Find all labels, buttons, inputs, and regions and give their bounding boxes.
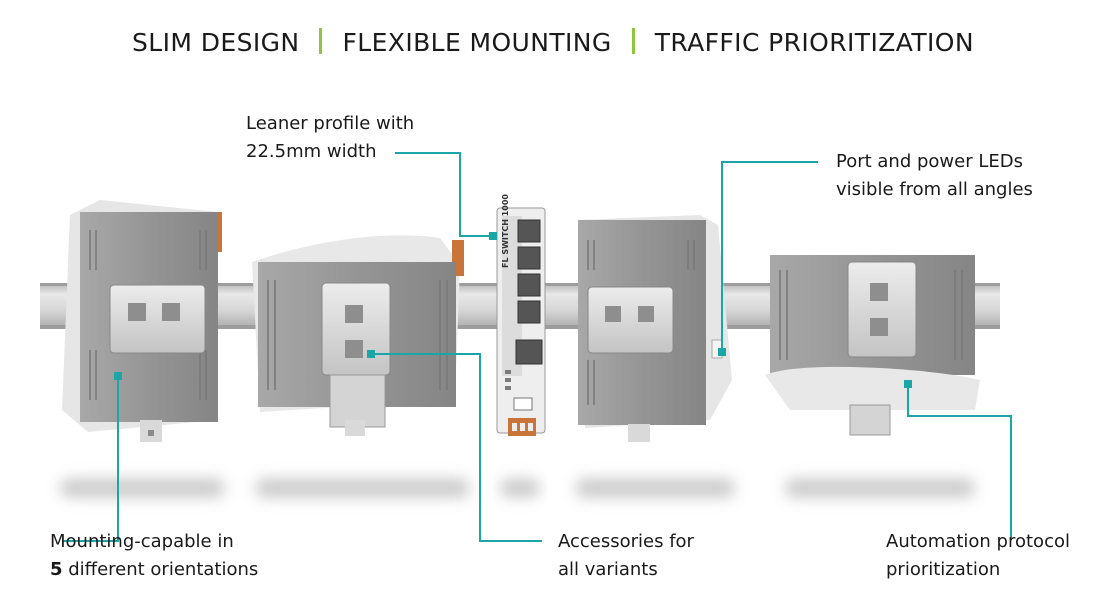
leader-endpoints bbox=[114, 232, 912, 388]
module-horizontal-right bbox=[765, 255, 980, 436]
callout-line: Accessories for bbox=[558, 531, 694, 552]
header-separator bbox=[319, 28, 323, 54]
header-item-flexible-mounting: FLEXIBLE MOUNTING bbox=[342, 28, 612, 57]
callout-line: all variants bbox=[558, 559, 658, 580]
fl-switch-1000: FL SWITCH 1000 bbox=[496, 194, 546, 436]
header-separator bbox=[631, 28, 635, 54]
leader-line-leds bbox=[721, 161, 818, 352]
header-item-traffic-prioritization: TRAFFIC PRIORITIZATION bbox=[654, 28, 974, 57]
callout-line: 5 different orientations bbox=[50, 556, 258, 584]
callout-line: Mounting-capable in bbox=[50, 531, 234, 552]
orientation-count: 5 bbox=[50, 559, 63, 580]
callout-line: prioritization bbox=[886, 559, 1001, 580]
callout-accessories: Accessories for all variants bbox=[558, 528, 694, 584]
leader-lines bbox=[62, 152, 1012, 542]
callout-line: visible from all angles bbox=[836, 179, 1033, 200]
floor-shadows bbox=[60, 478, 975, 498]
callout-line: Automation protocol bbox=[886, 531, 1070, 552]
callout-port-power-leds: Port and power LEDs visible from all ang… bbox=[836, 148, 1033, 204]
callout-line: Leaner profile with bbox=[246, 113, 415, 134]
callout-line-rest: different orientations bbox=[62, 559, 259, 580]
callout-mounting-capable: Mounting-capable in 5 different orientat… bbox=[50, 528, 258, 584]
leader-line-leaner bbox=[395, 152, 493, 237]
leader-line-accessories bbox=[371, 353, 542, 542]
module-horizontal-center bbox=[252, 235, 464, 436]
leader-line-automation bbox=[907, 384, 1012, 538]
module-vertical-left bbox=[62, 200, 222, 442]
switch-label: FL SWITCH 1000 bbox=[501, 194, 510, 268]
callout-line: 22.5mm width bbox=[246, 141, 377, 162]
callout-leaner-profile: Leaner profile with 22.5mm width bbox=[246, 110, 414, 166]
callout-line: Port and power LEDs bbox=[836, 151, 1023, 172]
module-vertical-right bbox=[578, 215, 732, 442]
header: SLIM DESIGN FLEXIBLE MOUNTING TRAFFIC PRIO… bbox=[0, 28, 1106, 57]
callout-automation-protocol: Automation protocol prioritization bbox=[886, 528, 1070, 584]
header-item-slim-design: SLIM DESIGN bbox=[132, 28, 300, 57]
leader-line-mounting bbox=[62, 376, 119, 542]
